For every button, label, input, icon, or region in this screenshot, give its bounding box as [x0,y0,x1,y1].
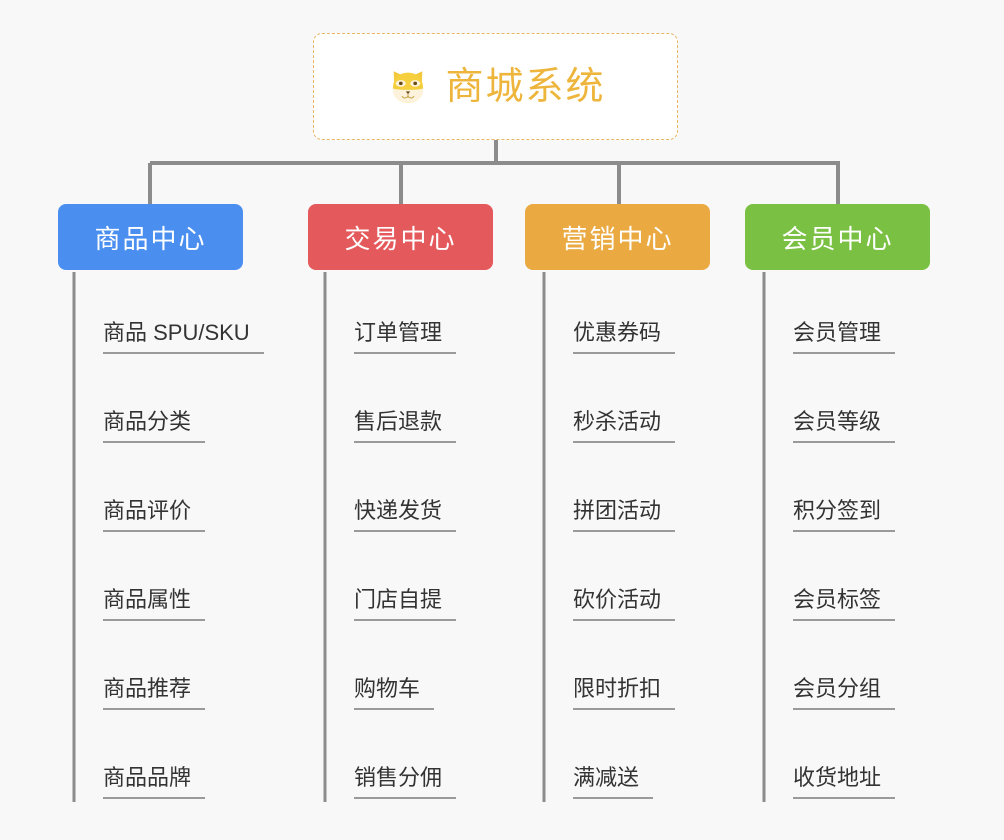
leaf-item-label: 门店自提 [354,589,457,621]
leaf-list-product-center: 商品 SPU/SKU 商品分类商品评价商品属性商品推荐商品品牌 [73,270,264,804]
leaf-item-label: 购物车 [354,678,435,710]
leaf-item[interactable]: 会员分组 [763,626,930,715]
leaf-item[interactable]: 优惠券码 [543,270,710,359]
leaf-item-label: 优惠券码 [573,322,676,354]
leaf-item-label: 快递发货 [354,500,457,532]
root-node[interactable]: 商城系统 [313,33,678,140]
leaf-item[interactable]: 会员等级 [763,359,930,448]
leaf-item[interactable]: 商品品牌 [73,715,243,804]
category-box-product-center[interactable]: 商品中心 [58,204,243,270]
leaf-item-label: 会员等级 [793,411,896,443]
leaf-item[interactable]: 订单管理 [324,270,493,359]
leaf-item[interactable]: 售后退款 [324,359,493,448]
leaf-item-label: 商品品牌 [103,767,206,799]
leaf-item-label: 会员标签 [793,589,896,621]
leaf-item[interactable]: 会员管理 [763,270,930,359]
leaf-item-label: 会员分组 [793,678,896,710]
category-title: 交易中心 [344,223,457,254]
leaf-item-label: 订单管理 [354,322,457,354]
category-box-trade-center[interactable]: 交易中心 [308,204,493,270]
leaf-item[interactable]: 砍价活动 [543,537,710,626]
leaf-item-label: 商品评价 [103,500,206,532]
leaf-item-label: 满减送 [573,767,654,799]
leaf-item-label: 收货地址 [793,767,896,799]
leaf-item[interactable]: 限时折扣 [543,626,710,715]
shiba-dog-face-icon [385,64,431,110]
leaf-item[interactable]: 拼团活动 [543,448,710,537]
leaf-item-label: 积分签到 [793,500,896,532]
leaf-item[interactable]: 商品分类 [73,359,243,448]
leaf-item-label: 商品 SPU/SKU [103,322,264,354]
category-title: 会员中心 [781,223,894,254]
category-box-marketing-center[interactable]: 营销中心 [525,204,710,270]
leaf-item-label: 销售分佣 [354,767,457,799]
leaf-item-label: 砍价活动 [573,589,676,621]
leaf-item-label: 秒杀活动 [573,411,676,443]
leaf-list-trade-center: 订单管理售后退款快递发货门店自提购物车销售分佣 [324,270,493,804]
leaf-item[interactable]: 积分签到 [763,448,930,537]
leaf-item-label: 商品分类 [103,411,206,443]
leaf-item[interactable]: 满减送 [543,715,710,804]
root-title: 商城系统 [445,65,606,108]
leaf-item[interactable]: 商品属性 [73,537,243,626]
category-column-trade-center: 交易中心订单管理售后退款快递发货门店自提购物车销售分佣 [308,204,493,804]
category-title: 商品中心 [94,223,207,254]
leaf-item-label: 拼团活动 [573,500,676,532]
leaf-list-member-center: 会员管理会员等级积分签到会员标签会员分组收货地址 [763,270,930,804]
leaf-list-marketing-center: 优惠券码秒杀活动拼团活动砍价活动限时折扣满减送 [543,270,710,804]
leaf-item[interactable]: 会员标签 [763,537,930,626]
leaf-item[interactable]: 销售分佣 [324,715,493,804]
leaf-item-label: 售后退款 [354,411,457,443]
leaf-item[interactable]: 商品推荐 [73,626,243,715]
leaf-item[interactable]: 购物车 [324,626,493,715]
leaf-item[interactable]: 商品 SPU/SKU [73,270,264,359]
category-column-product-center: 商品中心商品 SPU/SKU 商品分类商品评价商品属性商品推荐商品品牌 [58,204,264,804]
category-column-member-center: 会员中心会员管理会员等级积分签到会员标签会员分组收货地址 [745,204,930,804]
category-box-member-center[interactable]: 会员中心 [745,204,930,270]
leaf-item[interactable]: 商品评价 [73,448,243,537]
leaf-item-label: 限时折扣 [573,678,676,710]
leaf-item-label: 商品属性 [103,589,206,621]
leaf-item[interactable]: 收货地址 [763,715,930,804]
leaf-item-label: 商品推荐 [103,678,206,710]
category-column-marketing-center: 营销中心优惠券码秒杀活动拼团活动砍价活动限时折扣满减送 [525,204,710,804]
leaf-item[interactable]: 秒杀活动 [543,359,710,448]
leaf-item[interactable]: 门店自提 [324,537,493,626]
leaf-item[interactable]: 快递发货 [324,448,493,537]
leaf-item-label: 会员管理 [793,322,896,354]
category-title: 营销中心 [561,223,674,254]
